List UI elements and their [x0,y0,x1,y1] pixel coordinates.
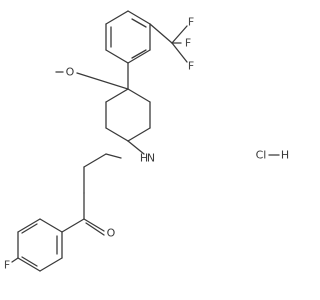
bond-cf3-f-bottom [171,42,188,63]
fluorine-aryl-label: F [4,259,10,272]
bond-ring2-double-b [131,18,147,28]
bond-ring3-6 [39,218,63,233]
fluorine-cf3-top-label: F [188,16,194,29]
structure-canvas: O F F F N H O F Cl H [4,10,289,272]
fluorine-cf3-right-label: F [185,37,191,50]
bond-ring2-cf3 [149,23,173,44]
bond-ring2-1 [127,49,151,64]
bond-cyhex-n [127,140,145,155]
bond-cyhex-4 [127,127,151,142]
hydrogen-amine-label: H [140,152,148,165]
bond-ring3-3 [17,257,41,272]
bond-n-chain [105,153,122,159]
bond-cf3-f-top [171,25,188,44]
fluorine-cf3-bottom-label: F [188,60,194,73]
hydrogen-label: H [281,149,289,162]
bond-cyhex-3 [105,127,129,142]
bond-ketone-c-o-1 [83,218,105,232]
bond-o-quaternary-c [76,72,129,90]
bond-ring3-5 [17,218,41,233]
bond-cyhex-6 [127,88,151,103]
bond-ring2-4 [105,10,129,25]
bonds [11,10,280,272]
bond-ketone-aryl [61,218,85,233]
nitrogen-amine-label: N [147,152,155,165]
bond-cyhex-1 [105,88,129,103]
oxygen-ketone-label: O [107,227,116,240]
bond-ketone-c-o-2 [85,222,105,236]
bond-ring3-2 [39,257,63,272]
bond-ring2-3 [127,10,151,25]
bond-ring3-double-c [21,223,38,234]
oxygen-methoxy-label: O [66,66,75,79]
bond-ring3-f [11,257,19,263]
molecule-drawing: O F F F N H O F Cl H [4,10,289,272]
bond-ring2-6 [105,49,129,64]
bond-chain-1 [83,153,107,168]
atom-labels: O F F F N H O F Cl H [4,16,289,272]
bond-ring3-double-b [21,256,38,267]
chlorine-label: Cl [256,149,267,162]
bond-ring2-double-a [131,49,147,59]
